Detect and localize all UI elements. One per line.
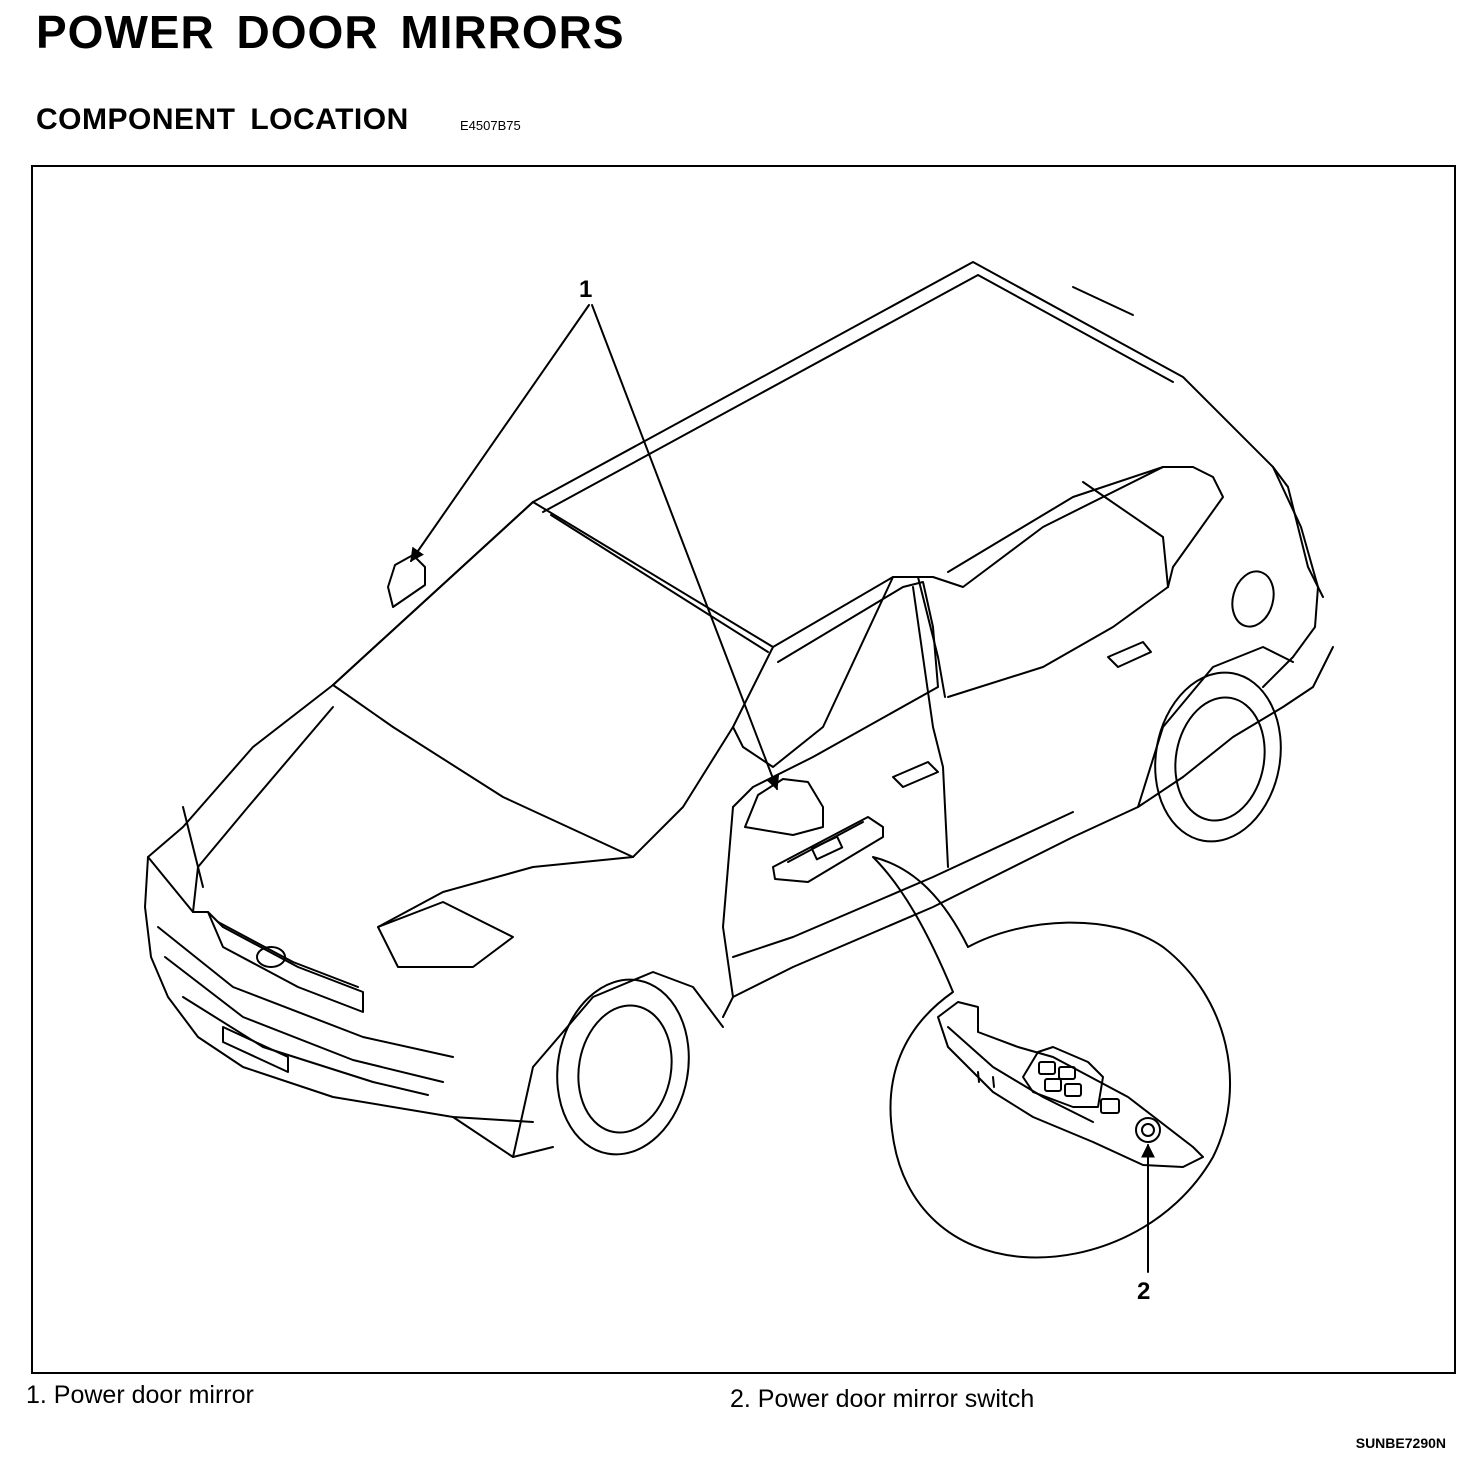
section-heading: COMPONENT LOCATION [36, 103, 409, 136]
figure-code: SUNBE7290N [1355, 1435, 1446, 1451]
zoom-bubble [872, 856, 1232, 1259]
mirror-switch-detail [937, 1001, 1204, 1168]
callout-2: 2 [1137, 1278, 1151, 1305]
callout-1: 1 [579, 276, 593, 303]
legend-item-power-door-mirror: 1. Power door mirror [26, 1381, 254, 1409]
leader-line-left-mirror [410, 304, 590, 563]
left-door-mirror [387, 554, 426, 608]
leader-line-right-mirror [591, 304, 780, 791]
vehicle-outline [144, 261, 1334, 1158]
right-door-mirror [744, 778, 824, 836]
section-code: E4507B75 [460, 118, 521, 133]
diagram-frame: 1 2 [31, 165, 1456, 1374]
vehicle-diagram [144, 261, 1334, 1273]
page-title: POWER DOOR MIRRORS [36, 6, 625, 58]
legend-item-power-door-mirror-switch: 2. Power door mirror switch [730, 1385, 1035, 1413]
door-switch-small [772, 816, 884, 883]
